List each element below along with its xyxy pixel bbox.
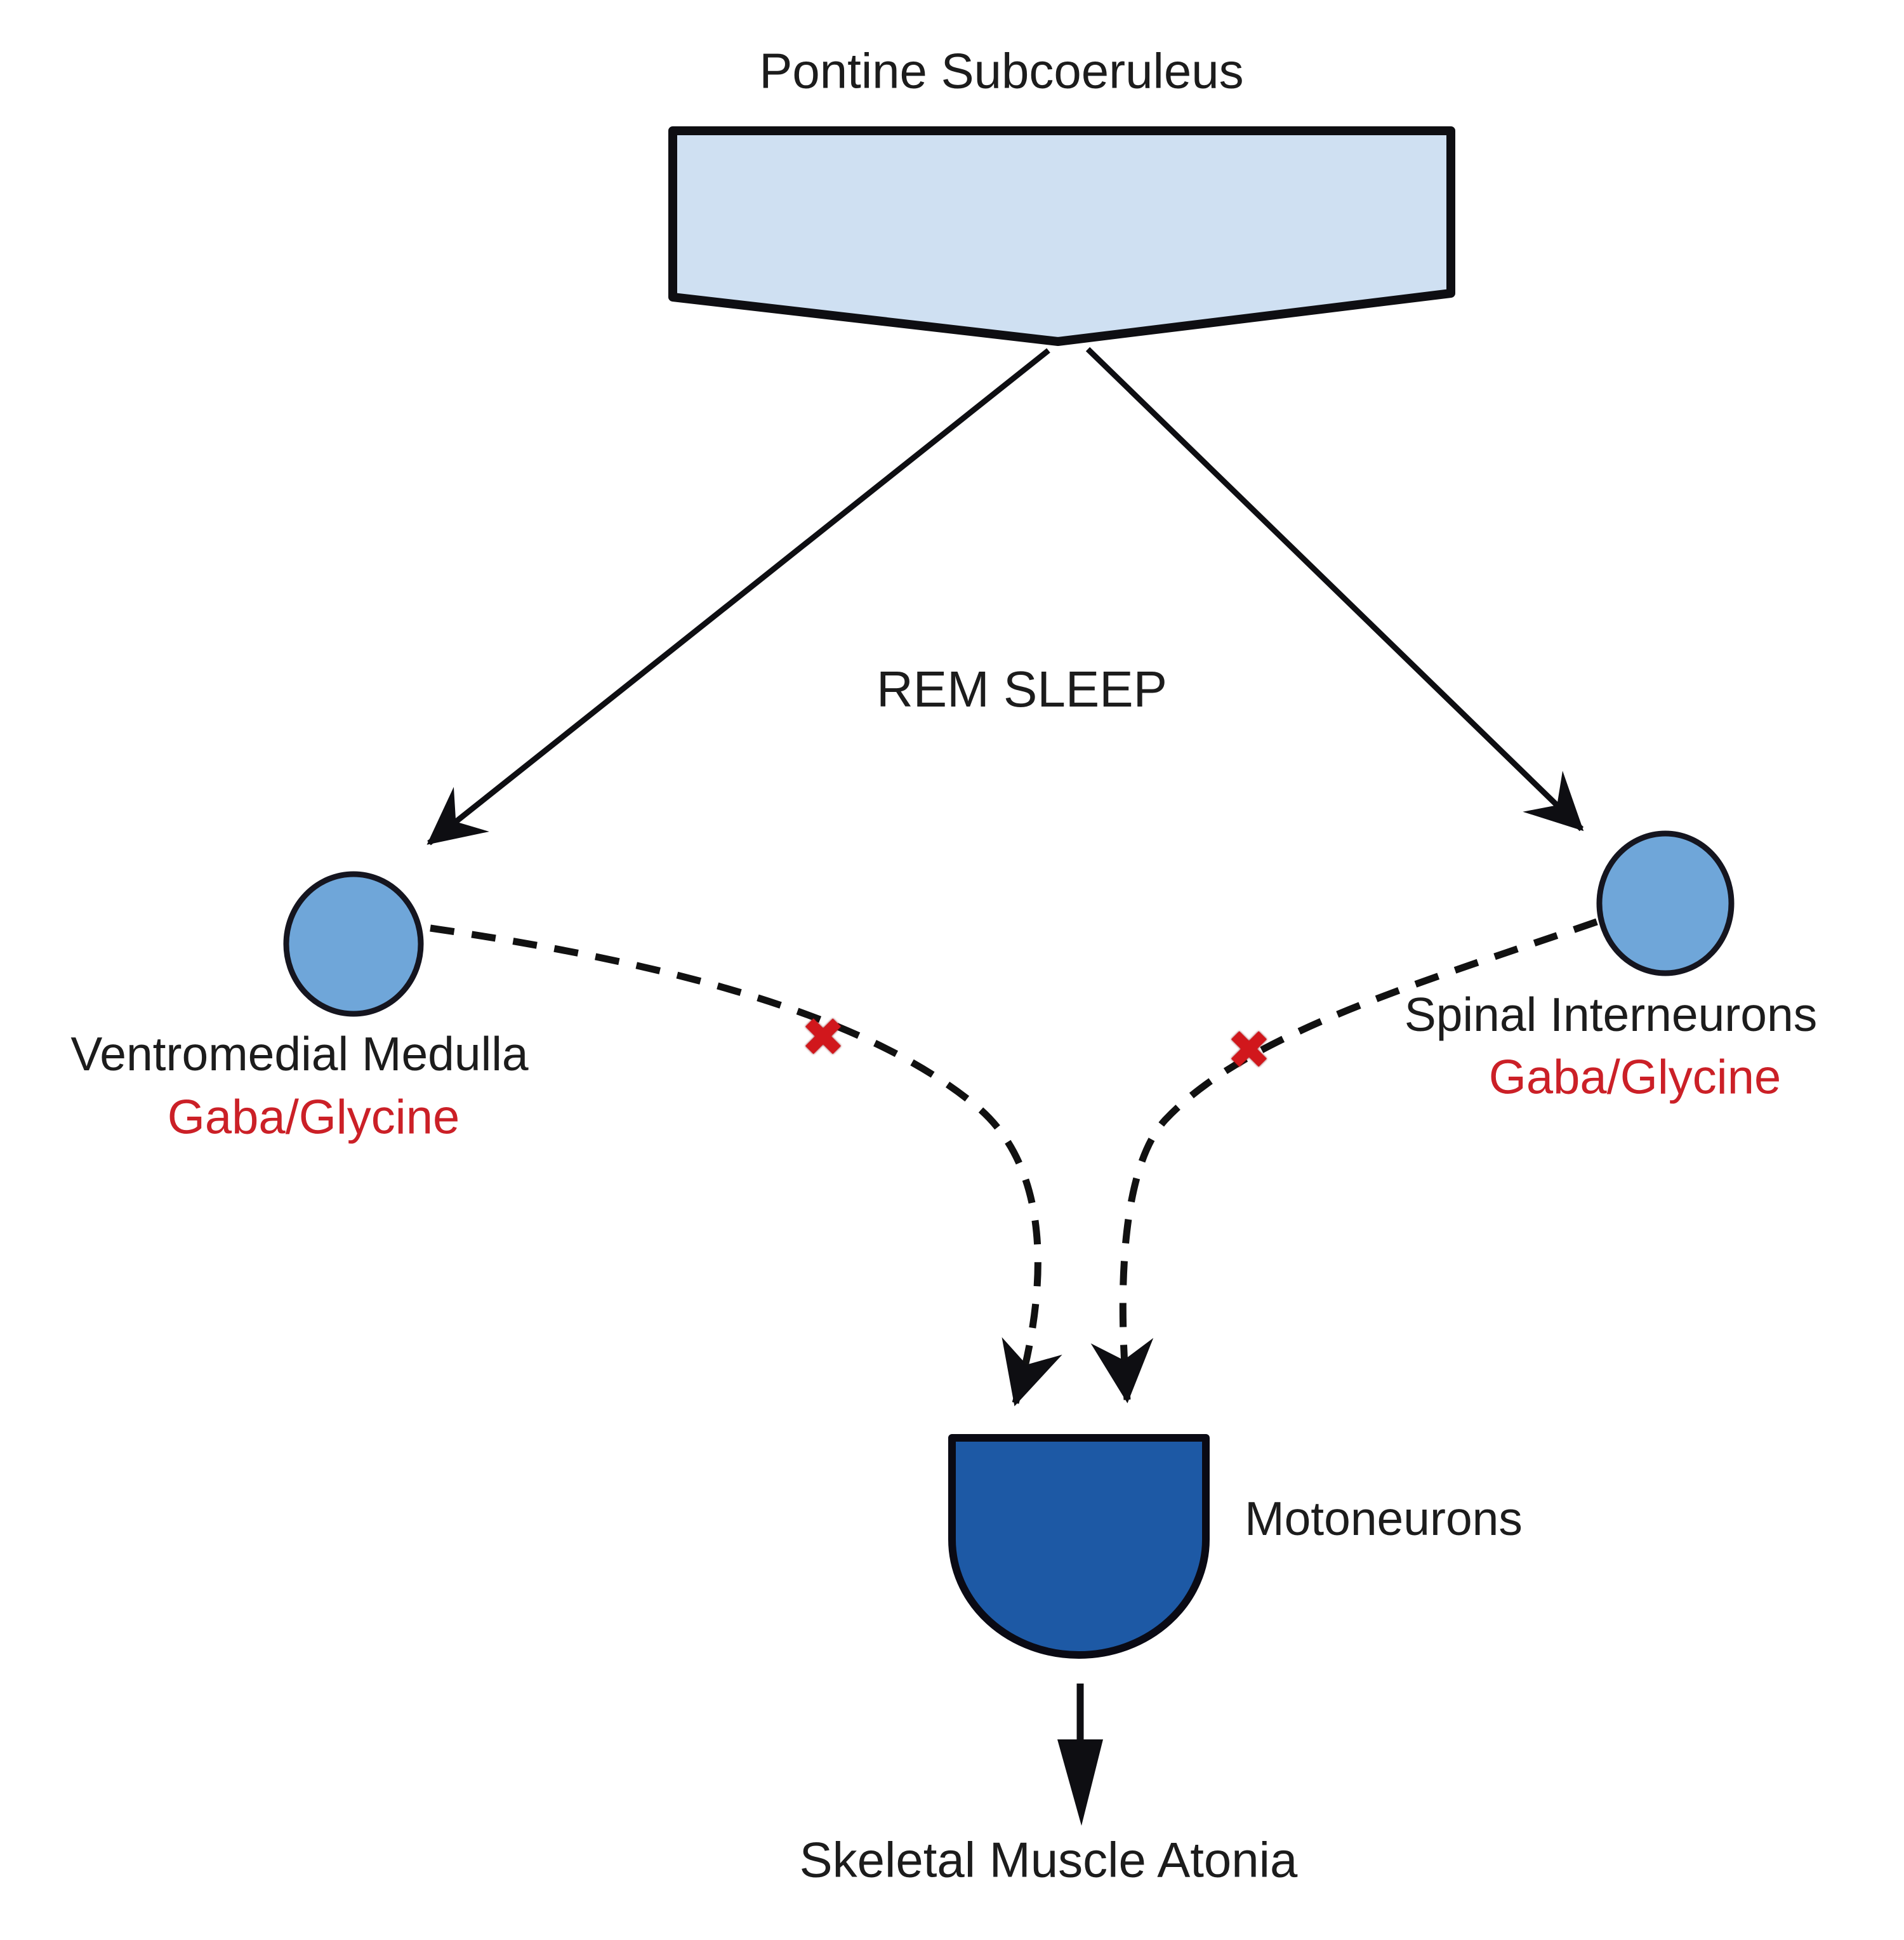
excitatory-arrow-left (426, 348, 1050, 846)
motoneurons-shape (948, 1434, 1210, 1659)
ventromedial-medulla-node (283, 871, 424, 1017)
inhibition-x-left: ✖ (800, 1007, 846, 1067)
output-arrow-head (1057, 1739, 1103, 1826)
inhibitory-path-right (1090, 918, 1598, 1404)
spinal-interneurons-label: Spinal Interneurons (1404, 988, 1818, 1041)
motoneurons-label: Motoneurons (1245, 1492, 1523, 1545)
ventromedial-medulla-label: Ventromedial Medulla (70, 1027, 529, 1080)
skeletal-muscle-atonia-label: Skeletal Muscle Atonia (799, 1831, 1298, 1888)
rem-sleep-label: REM SLEEP (876, 661, 1167, 717)
spinal-transmitter-label: Gaba/Glycine (1488, 1050, 1782, 1105)
pontine-subcoeruleus-shape (668, 126, 1455, 346)
ventromedial-transmitter-label: Gaba/Glycine (167, 1090, 460, 1145)
spinal-interneurons-node (1596, 830, 1735, 976)
inhibitory-path-left (430, 924, 1062, 1407)
excitatory-arrow-right (1085, 347, 1584, 832)
pontine-subcoeruleus-label: Pontine Subcoeruleus (759, 43, 1244, 99)
inhibition-x-right: ✖ (1226, 1020, 1272, 1080)
